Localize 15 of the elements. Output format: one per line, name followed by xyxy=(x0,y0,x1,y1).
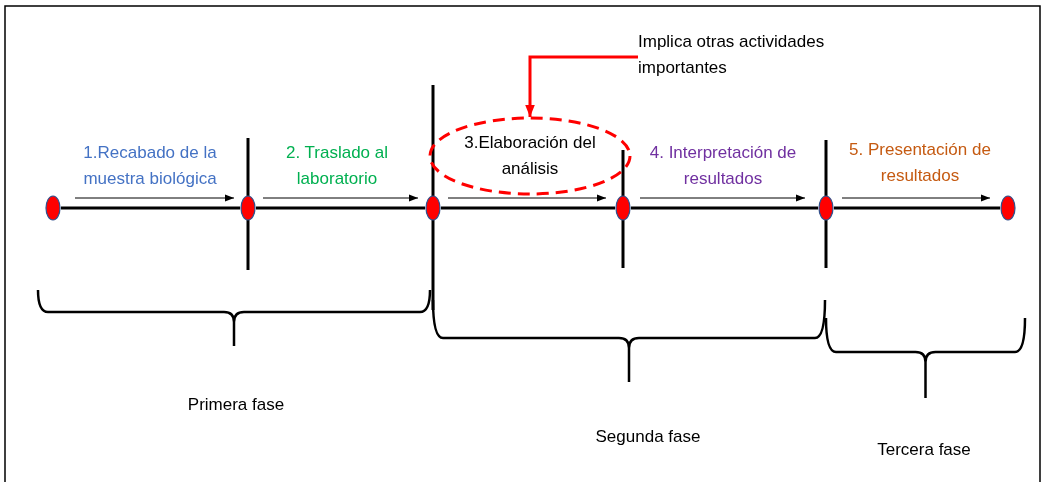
timeline-segment xyxy=(61,206,240,210)
phase-label: Tercera fase xyxy=(876,439,972,461)
timeline-segment xyxy=(441,206,615,210)
callout-note: Implica otras actividades importantes xyxy=(638,31,826,79)
phase-label: Primera fase xyxy=(186,394,286,416)
timeline-segment xyxy=(256,206,425,210)
step-title: 4. Interpretación de resultados xyxy=(648,142,798,190)
timeline-segment xyxy=(834,206,1000,210)
timeline-segment xyxy=(631,206,818,210)
leader-arrow xyxy=(525,55,638,117)
phase-label: Segunda fase xyxy=(594,426,702,448)
step-title: 3.Elaboración del análisis xyxy=(463,132,597,180)
step-title: 2. Traslado al laboratorio xyxy=(284,142,390,190)
step-title: 5. Presentación de resultados xyxy=(848,139,992,187)
step-title: 1.Recabado de la muestra biológica xyxy=(82,142,218,190)
